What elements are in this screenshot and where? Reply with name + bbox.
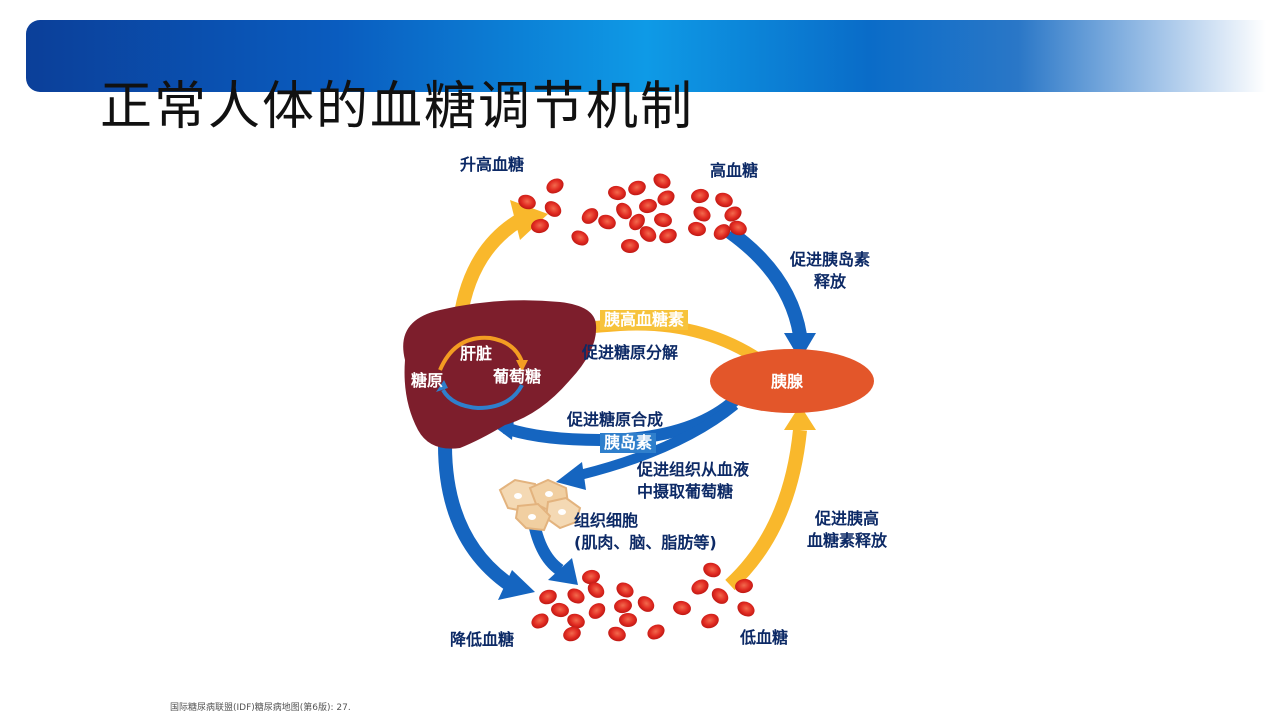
blue-arrow-liver-to-bottom <box>438 444 515 591</box>
footnote-reference: 国际糖尿病联盟(IDF)糖尿病地图(第6版): 27. <box>170 703 351 713</box>
label-pancreas: 胰腺 <box>771 372 804 391</box>
blue-arrow-high-to-pancreas <box>725 226 807 337</box>
label-liver: 肝脏 <box>460 344 493 363</box>
label-promote-uptake: 促进组织从血液 中摄取葡萄糖 <box>637 460 750 501</box>
blood-cells-top <box>518 173 747 253</box>
label-promote-glycogenolysis: 促进糖原分解 <box>582 343 679 362</box>
label-promote-insulin-release: 促进胰岛素 释放 <box>789 250 870 291</box>
pancreas-shape <box>710 349 874 413</box>
yellow-arrow-head-pancreas <box>784 405 816 430</box>
label-glucose: 葡萄糖 <box>493 367 542 386</box>
blue-arrow-head-bottom <box>498 570 535 600</box>
liver-shape <box>403 300 597 449</box>
blue-arrow-head-pancreas <box>784 333 816 360</box>
liver-cycle-orange <box>438 335 524 371</box>
tag-insulin: 胰岛素 <box>600 433 657 453</box>
tag-glucagon: 胰高血糖素 <box>600 310 689 330</box>
blue-arrow-head-tissue <box>556 462 586 490</box>
tissue-cells-shape <box>498 478 582 532</box>
yellow-arrow-low-to-pancreas <box>725 429 807 591</box>
label-low-glucose: 低血糖 <box>740 628 789 647</box>
label-promote-glucagon-release: 促进胰高 血糖素释放 <box>806 509 887 550</box>
label-promote-glycogenesis: 促进糖原合成 <box>567 410 664 429</box>
yellow-arrow-head-top <box>510 200 548 240</box>
label-raise-glucose: 升高血糖 <box>460 155 525 174</box>
blue-arrow-head-tissue-bottom <box>548 558 578 585</box>
blue-arrow-to-tissue <box>578 401 739 480</box>
page-title: 正常人体的血糖调节机制 <box>100 77 695 137</box>
blood-cells-bottom <box>531 562 755 642</box>
yellow-arrow-liver-to-top <box>453 213 524 322</box>
label-lower-glucose: 降低血糖 <box>450 630 515 649</box>
label-glycogen: 糖原 <box>411 371 444 390</box>
label-high-glucose: 高血糖 <box>710 161 759 180</box>
liver-cycle-blue <box>441 383 524 411</box>
header-bar <box>26 20 1266 92</box>
label-tissue-cells: 组织细胞 (肌肉、脑、脂肪等) <box>574 511 717 552</box>
